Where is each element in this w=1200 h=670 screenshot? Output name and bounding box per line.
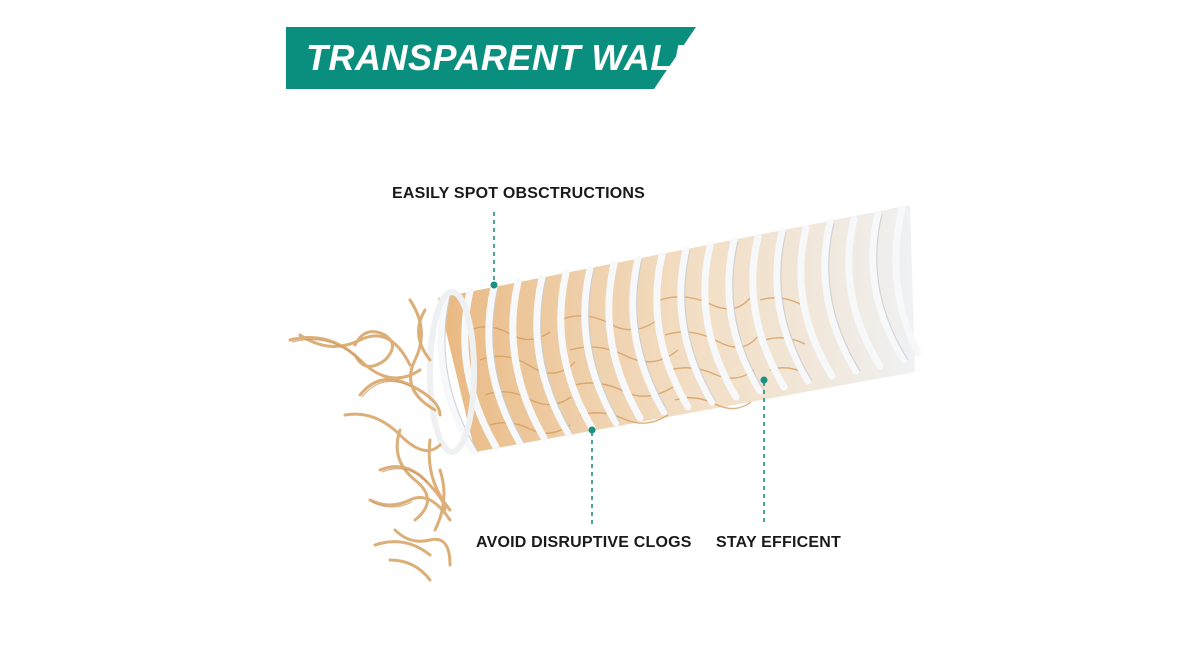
banner-shape bbox=[286, 27, 696, 89]
wood-shavings bbox=[288, 298, 452, 582]
callout-lines bbox=[493, 212, 765, 525]
callout-avoid-clogs: AVOID DISRUPTIVE CLOGS bbox=[476, 534, 692, 551]
hose bbox=[427, 205, 922, 456]
callout-dots bbox=[490, 281, 768, 434]
callout-stay-efficient: STAY EFFICENT bbox=[716, 534, 841, 551]
banner-title: TRANSPARENT WALLS bbox=[306, 37, 720, 78]
title-banner: TRANSPARENT WALLS bbox=[286, 27, 719, 89]
callout-spot-obstructions: EASILY SPOT OBSCTRUCTIONS bbox=[392, 185, 646, 202]
